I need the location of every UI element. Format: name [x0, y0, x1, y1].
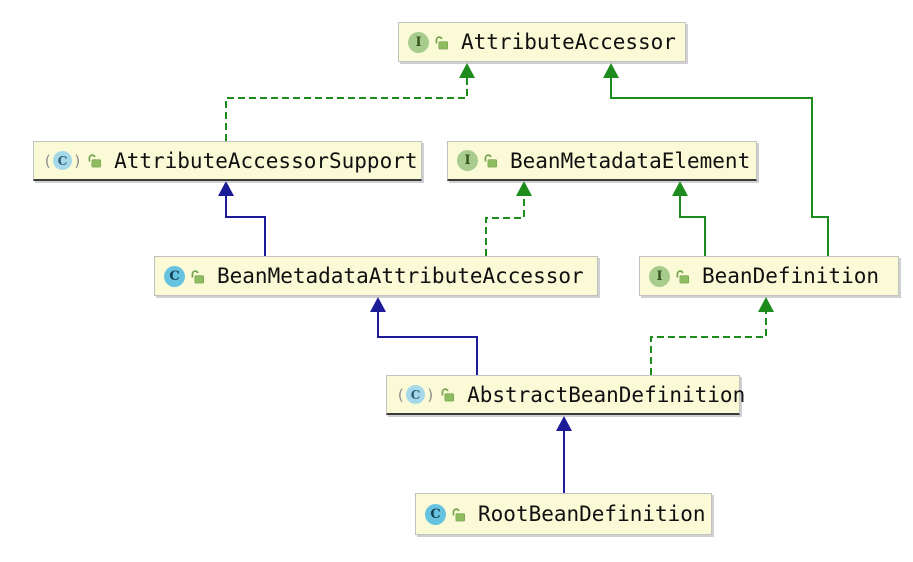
open-padlock-icon [441, 388, 455, 402]
open-padlock-icon [452, 507, 466, 521]
edge-beanmetadataattributeaccessor-extends-attributeaccessorsupport[interactable] [218, 181, 266, 256]
node-label: BeanMetadataElement [510, 148, 751, 173]
open-padlock-icon [88, 154, 102, 168]
interface-node-bean-metadata-element[interactable]: I BeanMetadataElement [447, 141, 757, 181]
class-node-root-bean-definition[interactable]: C RootBeanDefinition [415, 493, 712, 535]
interface-node-bean-definition[interactable]: I BeanDefinition [639, 256, 899, 296]
node-label: BeanMetadataAttributeAccessor [217, 264, 584, 288]
interface-icon: I [649, 265, 670, 287]
open-padlock-icon [484, 154, 498, 168]
class-node-abstract-bean-definition[interactable]: C AbstractBeanDefinition [386, 375, 745, 415]
node-label: AttributeAccessorSupport [114, 148, 418, 173]
node-label: AbstractBeanDefinition [467, 382, 746, 407]
interface-icon: I [457, 150, 478, 171]
edge-abstractbeandefinition-implements-beandefinition[interactable] [650, 297, 774, 375]
node-label: BeanDefinition [702, 264, 880, 288]
open-padlock-icon [435, 35, 449, 49]
abstract-class-icon: C [396, 385, 435, 404]
open-padlock-icon [676, 269, 690, 283]
edge-beanmetadataattributeaccessor-implements-beanmetadataelement[interactable] [485, 181, 532, 256]
open-padlock-icon [191, 269, 205, 283]
edge-abstractbeandefinition-extends-beanmetadataattributeaccessor[interactable] [370, 297, 478, 375]
interface-node-attribute-accessor[interactable]: I AttributeAccessor [398, 22, 686, 62]
abstract-class-icon: C [43, 151, 82, 170]
edge-attributeaccessorsupport-implements-attributeaccessor[interactable] [225, 63, 475, 141]
node-label: RootBeanDefinition [478, 502, 706, 526]
node-label: AttributeAccessor [461, 30, 676, 54]
class-node-attribute-accessor-support[interactable]: C AttributeAccessorSupport [33, 141, 422, 181]
class-icon: C [164, 265, 185, 287]
class-icon: C [425, 503, 446, 525]
edge-beandefinition-extends-beanmetadataelement[interactable] [672, 181, 706, 256]
interface-icon: I [408, 31, 429, 53]
class-node-bean-metadata-attribute-accessor[interactable]: C BeanMetadataAttributeAccessor [154, 256, 598, 296]
